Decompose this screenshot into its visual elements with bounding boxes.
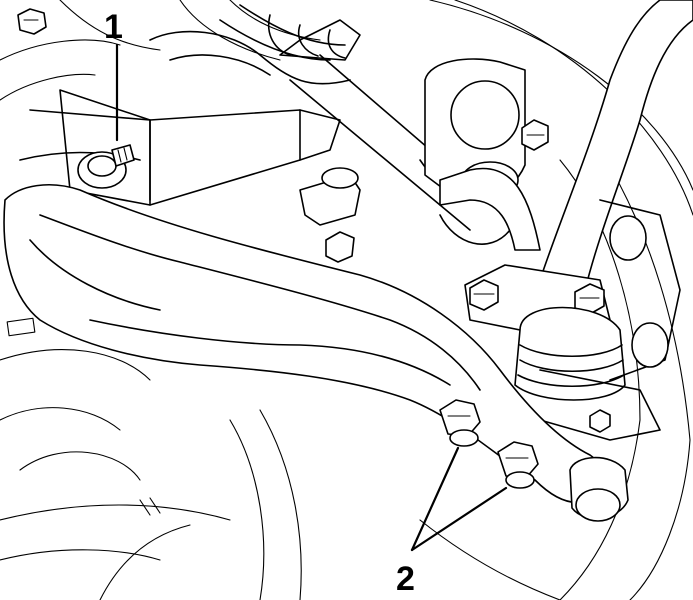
arm-nut-upper (439, 399, 481, 447)
ball-joint (569, 456, 629, 522)
upper-left-contours (0, 0, 361, 201)
knuckle-plate (539, 199, 681, 441)
corner-nut (17, 8, 47, 35)
leader-line-2a (410, 446, 460, 552)
leader-line-2b (410, 486, 508, 552)
arm-nut-lower (497, 441, 539, 489)
callout-1: 1 (104, 8, 123, 46)
steering-boot (219, 4, 346, 61)
stabilizer-clamp (464, 264, 626, 401)
stabilizer-bar (439, 0, 693, 291)
leader-lines (115, 43, 508, 552)
callout-2: 2 (396, 560, 415, 598)
subframe-bolt (77, 144, 135, 189)
lower-left-contours (0, 317, 302, 600)
upper-mount (424, 58, 549, 199)
control-arm (3, 184, 603, 504)
